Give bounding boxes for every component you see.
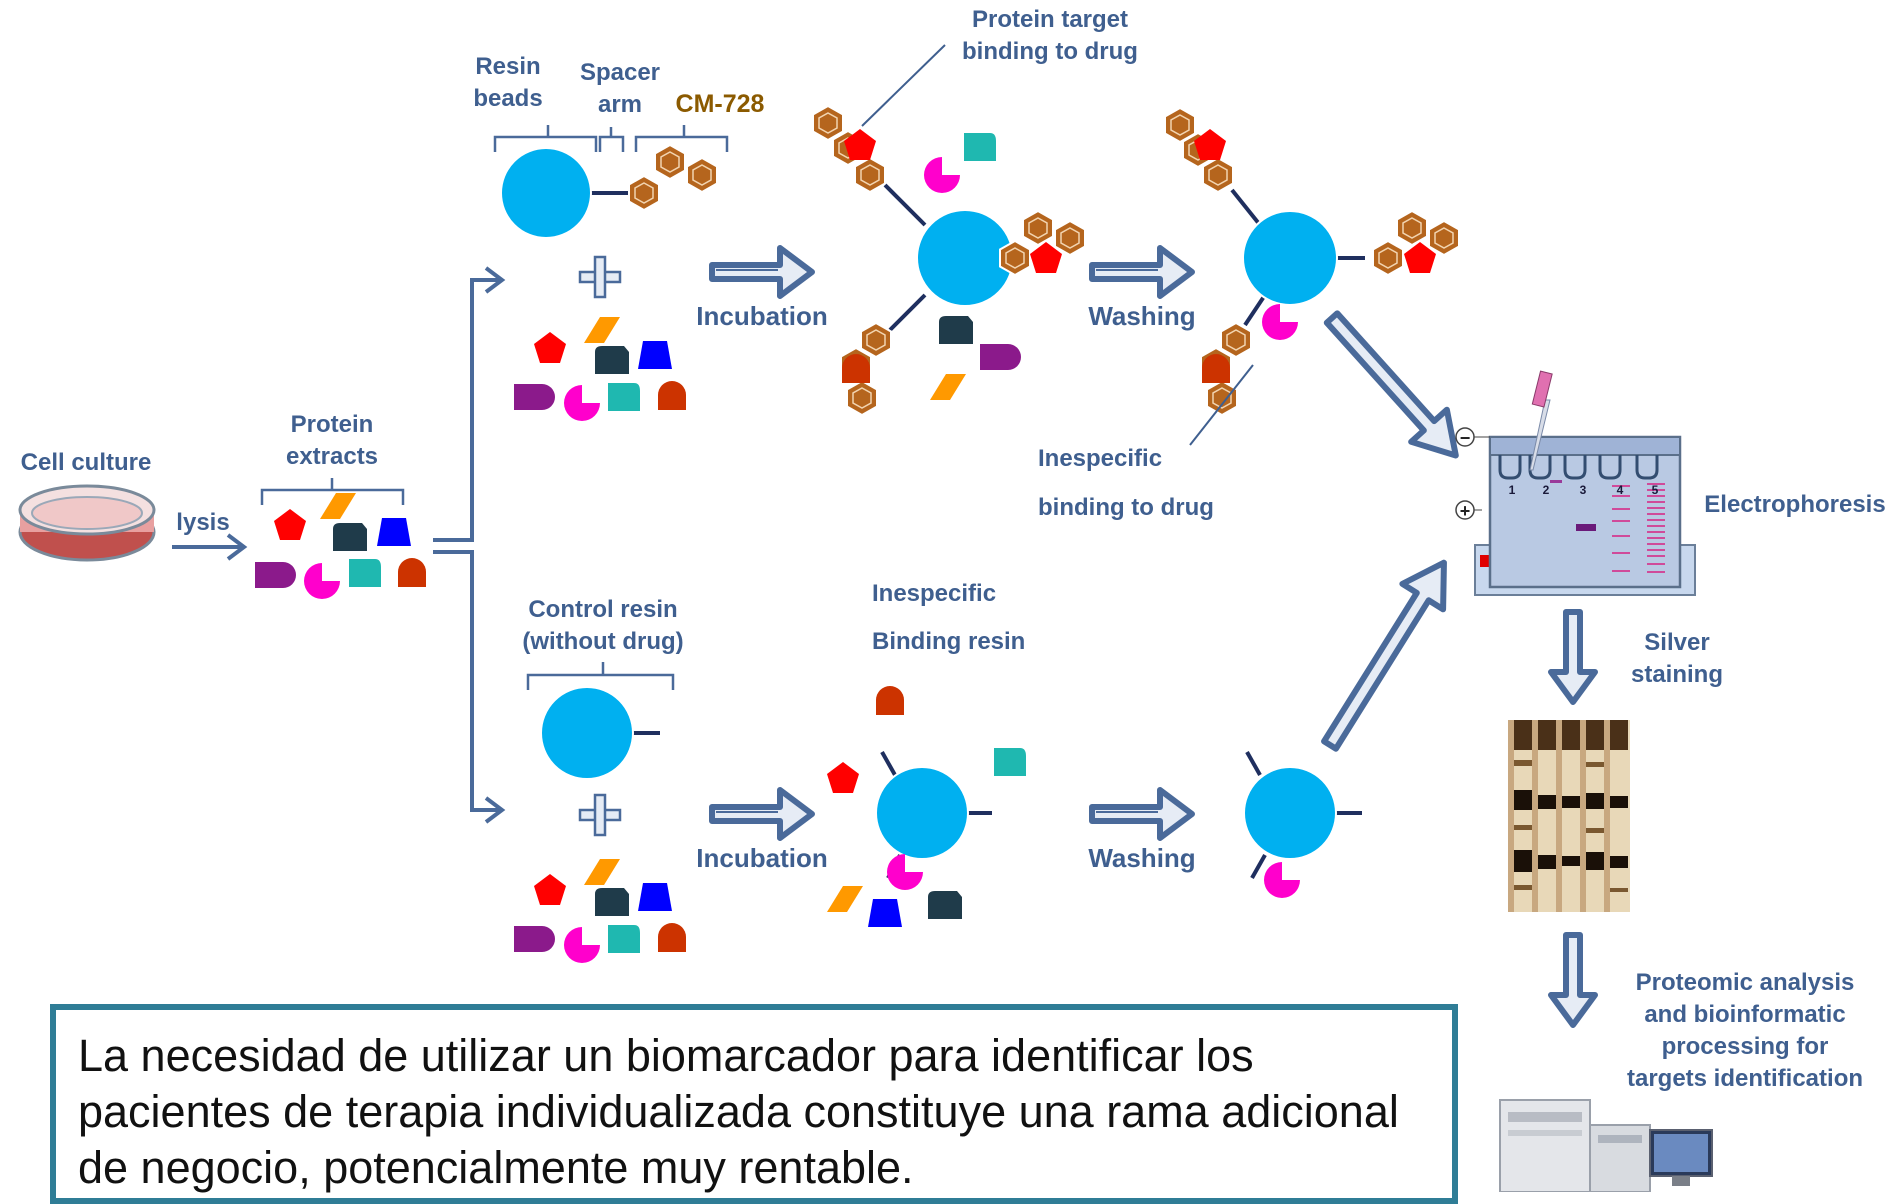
control-resin-label-2: (without drug) <box>522 628 683 655</box>
incubated-drug-bead-icon <box>812 105 1086 416</box>
washing-arrow-top <box>1092 248 1192 296</box>
drug-bracket <box>634 125 729 152</box>
protein-extracts-bracket <box>260 478 405 505</box>
washing-label-top: Washing <box>1088 301 1195 331</box>
spacer-arm-bracket <box>598 127 625 152</box>
note-box: La necesidad de utilizar un biomarcador … <box>50 1004 1458 1204</box>
inespecific-pointer <box>1189 364 1254 446</box>
to-electrophoresis-arrow-top <box>1323 310 1459 459</box>
incubation-label-bottom: Incubation <box>696 843 827 873</box>
protein-target-label-2: binding to drug <box>962 38 1138 65</box>
gel-lane-label-5: 5 <box>1652 483 1659 497</box>
proteomic-label-1: Proteomic analysis <box>1636 969 1855 996</box>
electrophoresis-label: Electrophoresis <box>1704 491 1885 518</box>
incubation-arrow-top <box>712 248 812 296</box>
control-resin-bead-icon <box>540 686 660 780</box>
spacer-arm-label-1: Spacer <box>580 59 660 86</box>
silver-stained-gel-image <box>1508 720 1630 912</box>
plus-icon-top <box>578 255 622 299</box>
gel-lane-label-1: 1 <box>1509 483 1516 497</box>
lysis-label: lysis <box>176 509 229 536</box>
control-resin-bracket <box>526 662 675 690</box>
mass-spectrometer-icon <box>1499 1099 1713 1192</box>
protein-extracts-label-1: Protein <box>291 411 374 438</box>
resin-beads-label-2: beads <box>473 85 542 112</box>
protein-extracts-label-2: extracts <box>286 443 378 470</box>
protein-target-label-1: Protein target <box>972 6 1128 33</box>
protein-mix-top-icon <box>514 317 686 421</box>
silver-staining-arrow <box>1551 612 1595 702</box>
electrode-plus: + <box>1460 501 1471 521</box>
drug-label: CM-728 <box>676 90 765 118</box>
drug-resin-bead-icon <box>500 144 718 239</box>
resin-beads-label-1: Resin <box>475 53 540 80</box>
control-resin-label-1: Control resin <box>528 596 677 623</box>
note-text: La necesidad de utilizar un biomarcador … <box>78 1030 1399 1193</box>
cell-culture-label: Cell culture <box>21 449 152 476</box>
resin-beads-bracket <box>493 125 598 152</box>
silver-staining-label-1: Silver <box>1644 629 1709 656</box>
petri-dish-icon <box>18 484 156 562</box>
inespecific-drug-label-1: Inespecific <box>1038 445 1162 472</box>
washed-drug-bead-icon <box>1164 107 1460 416</box>
proteomic-label-2: and bioinformatic <box>1644 1001 1845 1028</box>
inespecific-resin-label-1: Inespecific <box>872 580 996 607</box>
gel-lane-label-4: 4 <box>1617 483 1624 497</box>
inespecific-drug-label-2: binding to drug <box>1038 494 1214 521</box>
washing-arrow-bottom <box>1092 790 1192 838</box>
gel-lane-label-3: 3 <box>1580 483 1587 497</box>
electrophoresis-gel-icon <box>1455 370 1696 596</box>
incubation-label-top: Incubation <box>696 301 827 331</box>
proteomic-label-4: targets identification <box>1627 1065 1863 1092</box>
electrode-minus: − <box>1460 428 1471 448</box>
inespecific-resin-label-2: Binding resin <box>872 628 1025 655</box>
protein-target-pointer <box>861 44 946 127</box>
plus-icon-bottom <box>578 793 622 837</box>
proteomic-arrow <box>1551 935 1595 1025</box>
incubated-control-bead-icon <box>827 686 1026 927</box>
lysis-arrow <box>172 533 248 561</box>
proteomic-label-3: processing for <box>1662 1033 1829 1060</box>
split-arrows <box>433 266 506 824</box>
protein-mix-icon <box>255 493 426 599</box>
incubation-arrow-bottom <box>712 790 812 838</box>
protein-mix-bottom-icon <box>514 859 686 963</box>
to-electrophoresis-arrow-bottom <box>1321 559 1447 752</box>
gel-lane-label-2: 2 <box>1543 483 1550 497</box>
spacer-arm-label-2: arm <box>598 91 642 118</box>
silver-staining-label-2: staining <box>1631 661 1723 688</box>
washed-control-bead-icon <box>1243 751 1362 898</box>
washing-label-bottom: Washing <box>1088 843 1195 873</box>
